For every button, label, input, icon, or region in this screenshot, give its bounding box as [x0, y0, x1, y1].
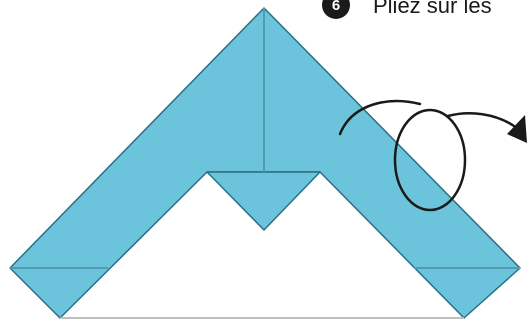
step-instruction-text: Pliez sur les [373, 0, 492, 18]
step-header: 6 Pliez sur les [322, 0, 492, 19]
step-number-badge-icon: 6 [322, 0, 350, 19]
step-number: 6 [332, 0, 340, 14]
folded-paper-shape [10, 8, 520, 318]
